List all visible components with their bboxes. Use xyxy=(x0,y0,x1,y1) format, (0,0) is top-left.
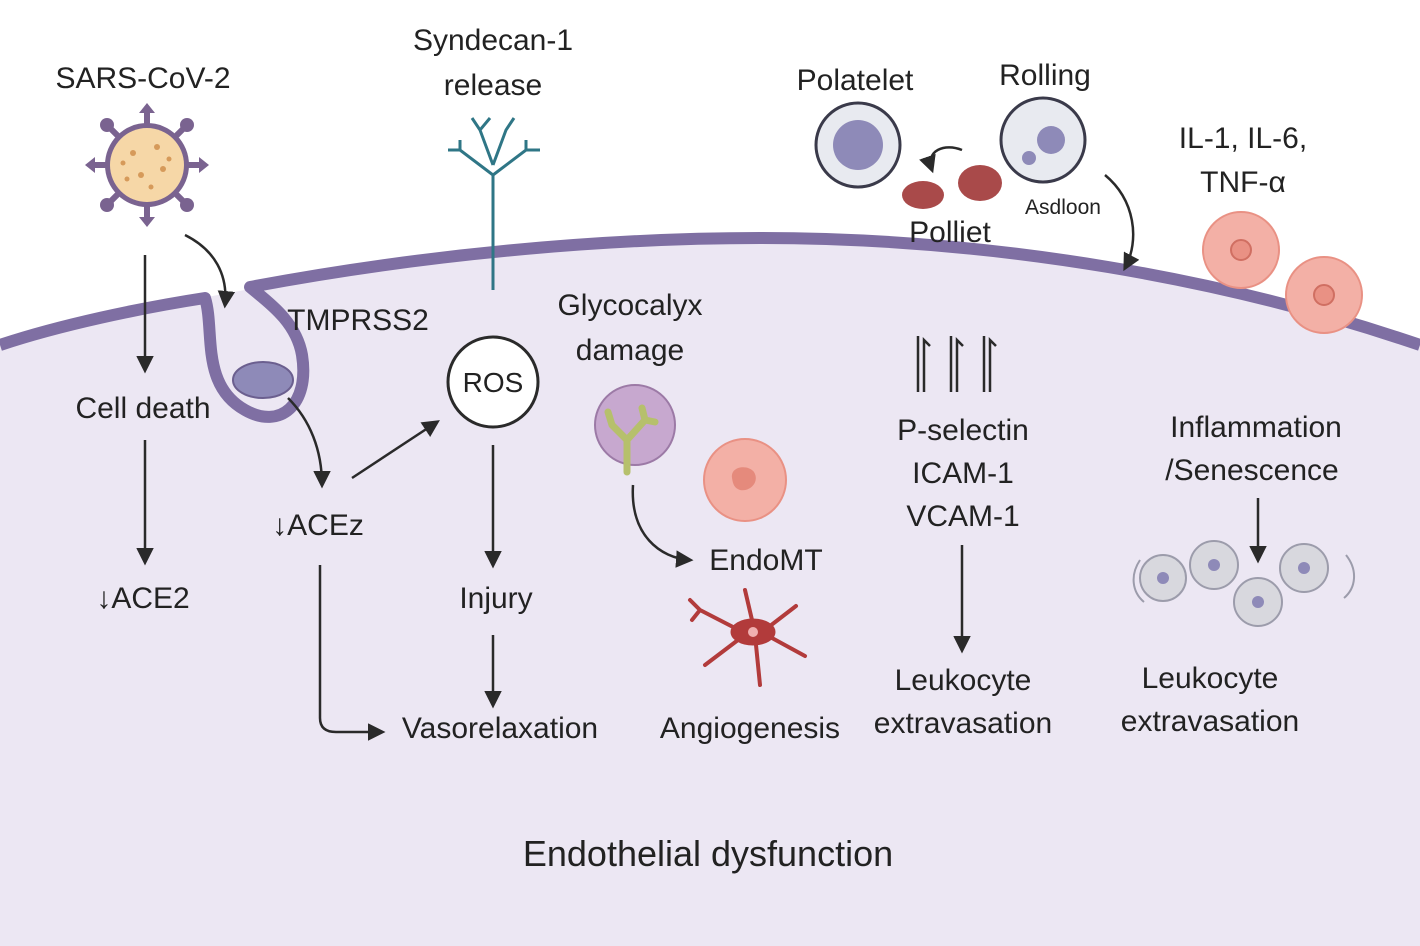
polliet-label: Polliet xyxy=(909,216,991,249)
syndecan-label-1: Syndecan-1 xyxy=(413,24,573,57)
selectin-label-1: P-selectin xyxy=(897,414,1029,447)
selectin-label-3: VCAM-1 xyxy=(906,500,1019,533)
ros-label: ROS xyxy=(463,367,524,398)
endothelial-cell-icon xyxy=(703,438,787,522)
selectin-receptor-icon xyxy=(916,336,997,392)
pathway-arrows xyxy=(136,233,1267,741)
polatelet-label: Polatelet xyxy=(797,64,914,97)
syndecan-icon xyxy=(448,117,540,290)
ace2-down-mid-label: ↓ACEᴢ xyxy=(272,509,364,542)
injury-label: Injury xyxy=(459,582,532,615)
cell-death-label: Cell death xyxy=(75,392,210,425)
glycocalyx-label-2: damage xyxy=(576,334,684,367)
ace2-receptor-icon xyxy=(232,361,294,399)
sars-label: SARS-CoV-2 xyxy=(55,62,230,95)
leukocyte-mid-label-2: extravasation xyxy=(874,707,1052,740)
cytokine-cell-icon xyxy=(1202,211,1280,289)
tmprss2-label: TMPRSS2 xyxy=(287,304,429,337)
senescent-cell-icon xyxy=(1189,540,1239,590)
endomt-label: EndoMT xyxy=(709,544,822,577)
senescent-cell-icon xyxy=(1233,577,1283,627)
leukocyte-right-label-2: extravasation xyxy=(1121,705,1299,738)
leukocyte-mid-label-1: Leukocyte xyxy=(895,664,1032,697)
virus-icon xyxy=(85,103,209,227)
senescent-cell-icon xyxy=(1139,554,1187,602)
rolling-cell-icon xyxy=(999,96,1087,184)
ros-circle xyxy=(446,335,540,429)
ace2-down-left-label: ↓ACE2 xyxy=(96,582,189,615)
vasorelaxation-label: Vasorelaxation xyxy=(402,712,598,745)
selectin-label-2: ICAM-1 xyxy=(912,457,1014,490)
syndecan-label-2: release xyxy=(444,69,542,102)
leukocyte-right-label-1: Leukocyte xyxy=(1142,662,1279,695)
adhesion-label: Asdloon xyxy=(1025,196,1101,219)
rolling-label: Rolling xyxy=(999,59,1091,92)
inflammation-label-2: /Senescence xyxy=(1165,454,1338,487)
red-platelet-icon xyxy=(902,165,1002,209)
cytokines-label-1: IL-1, IL-6, xyxy=(1179,122,1307,155)
cytokine-cell-icon xyxy=(1285,256,1363,334)
motion-mark-icon xyxy=(1132,554,1355,603)
fibroblast-nucleus-icon xyxy=(748,627,758,637)
platelet-cell-icon xyxy=(814,101,902,189)
cytokines-label-2: TNF-α xyxy=(1200,166,1286,199)
angiogenesis-label: Angiogenesis xyxy=(660,712,840,745)
cell-membrane xyxy=(0,232,1420,423)
cell-cytoplasm xyxy=(0,238,1420,946)
inflammation-label-1: Inflammation xyxy=(1170,411,1342,444)
diagram-title: Endothelial dysfunction xyxy=(523,833,893,874)
senescent-cell-icon xyxy=(1279,543,1329,593)
glycocalyx-cell-icon xyxy=(594,384,676,476)
glycocalyx-label-1: Glycocalyx xyxy=(557,289,702,322)
rolling-arrow-icon xyxy=(1104,174,1140,272)
curl-arrow-icon xyxy=(919,146,963,174)
